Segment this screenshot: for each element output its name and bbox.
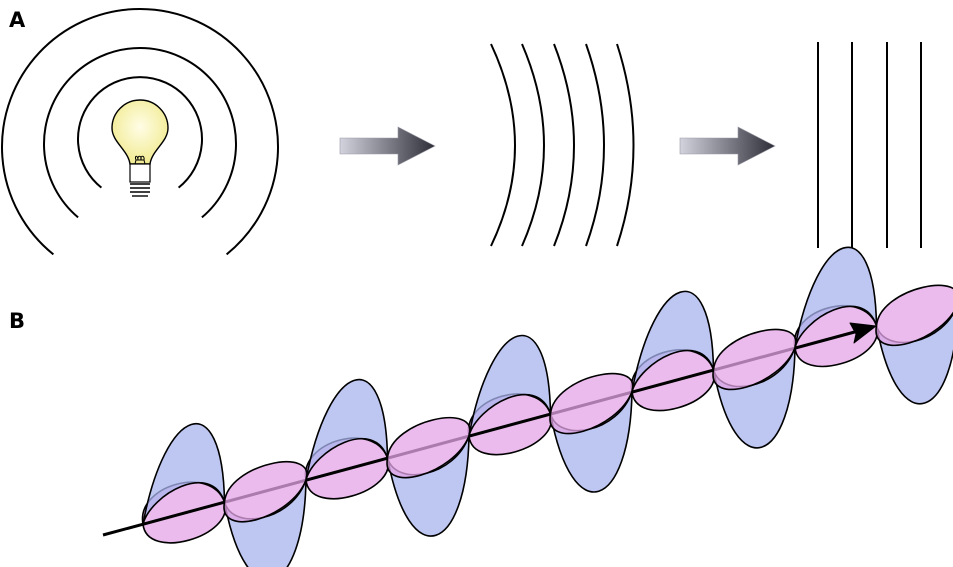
curved-wavefronts [490, 43, 635, 247]
plane-wavefronts [817, 42, 922, 248]
bulb-filament [134, 155, 146, 165]
propagation-arrow-2 [679, 126, 776, 166]
wavefront-middle [43, 47, 237, 219]
field-lobes-front [142, 246, 953, 525]
propagation-arrow-1 [339, 126, 436, 166]
panel-a-diagram [1, 7, 922, 256]
electric-field-lobe [794, 246, 878, 348]
electric-field-lobe [142, 422, 226, 525]
panel-label-a: A [9, 8, 26, 32]
bulb-glass [111, 99, 169, 165]
bulb-base [129, 163, 151, 183]
electric-field-lobe [468, 334, 552, 437]
wavefront-outer [1, 7, 279, 256]
panel-label-b: B [9, 309, 26, 333]
panel-b-diagram [102, 246, 953, 567]
wavefront-inner [77, 76, 203, 189]
electric-field-lobe [631, 290, 715, 392]
magnetic-field-lobe [875, 284, 953, 347]
electric-field-lobe [305, 378, 389, 481]
field-lobes-back [141, 305, 953, 567]
light-bulb-icon [111, 99, 169, 197]
axis-arrowhead [849, 322, 877, 344]
spherical-wavefronts [1, 7, 279, 256]
